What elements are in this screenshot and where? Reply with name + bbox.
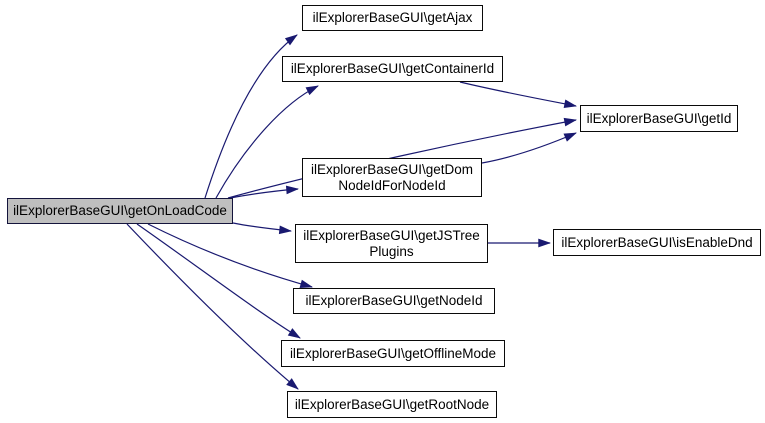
node-getOnLoadCode: ilExplorerBaseGUI\getOnLoadCode — [7, 198, 233, 224]
node-getOfflineMode[interactable]: ilExplorerBaseGUI\getOfflineMode — [281, 340, 505, 367]
node-getAjax[interactable]: ilExplorerBaseGUI\getAjax — [302, 5, 483, 31]
edge-getOnLoadCode-getId — [227, 117, 578, 199]
edge-getDom-getId — [481, 132, 577, 164]
edge-getOnLoadCode-getJSTree — [232, 222, 293, 235]
edge-getOnLoadCode-getNodeId — [147, 223, 313, 289]
node-getJSTreePlugins[interactable]: ilExplorerBaseGUI\getJSTree Plugins — [295, 224, 488, 263]
node-getRootNode[interactable]: ilExplorerBaseGUI\getRootNode — [287, 391, 497, 418]
edge-getOnLoadCode-getDom — [229, 185, 300, 199]
edge-getOnLoadCode-getContainerId — [215, 85, 319, 199]
node-getDomNodeIdForNodeId[interactable]: ilExplorerBaseGUI\getDom NodeIdForNodeId — [302, 158, 482, 197]
edge-getOnLoadCode-getRootNode — [126, 223, 299, 390]
node-getContainerId[interactable]: ilExplorerBaseGUI\getContainerId — [282, 56, 503, 82]
node-getId[interactable]: ilExplorerBaseGUI\getId — [580, 105, 738, 132]
node-isEnableDnd[interactable]: ilExplorerBaseGUI\isEnableDnd — [553, 229, 761, 256]
node-getNodeId[interactable]: ilExplorerBaseGUI\getNodeId — [293, 288, 495, 314]
edge-getOnLoadCode-getOfflineMode — [136, 223, 301, 339]
edge-getContainerId-getId — [459, 81, 578, 109]
edge-getOnLoadCode-getAjax — [204, 34, 298, 199]
